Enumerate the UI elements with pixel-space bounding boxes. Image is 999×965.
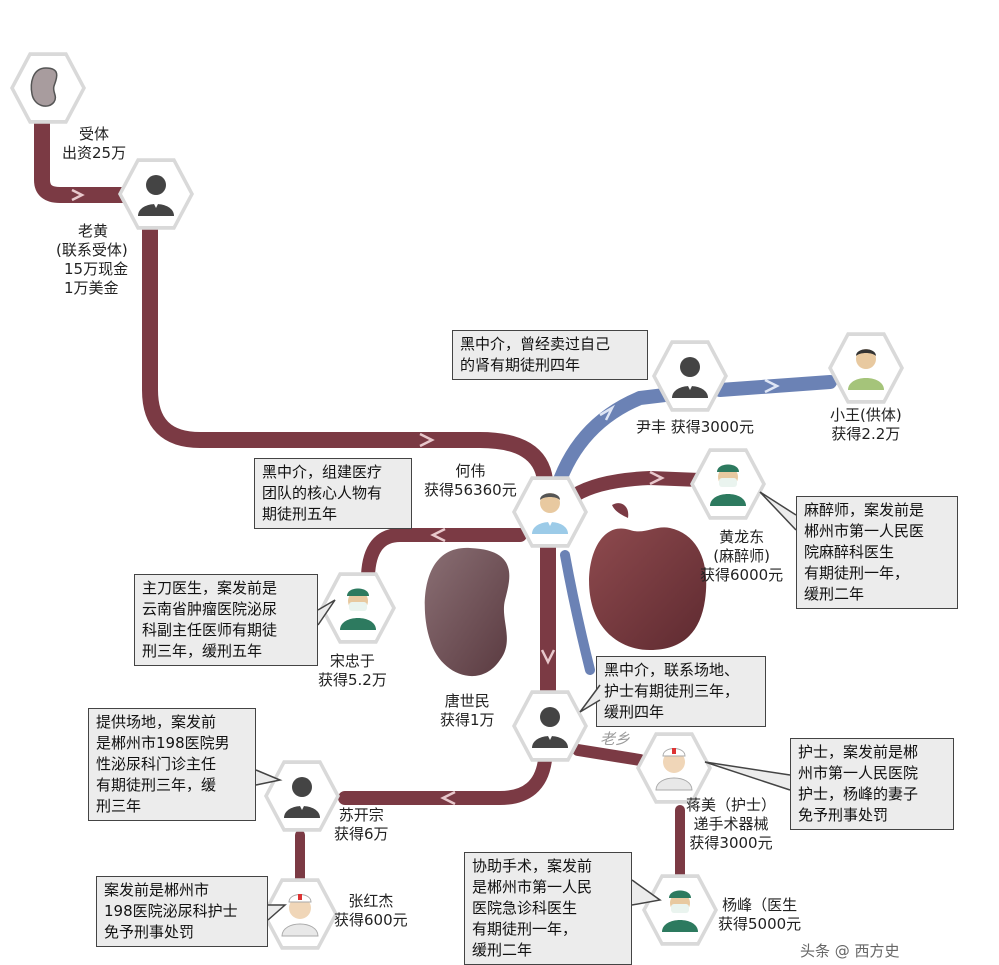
arrow-b2 <box>764 378 780 394</box>
man-silhouette-icon <box>532 707 568 748</box>
man-blue-icon <box>532 493 568 534</box>
tail-tangshimin <box>579 684 601 713</box>
arrow-5 <box>430 527 446 543</box>
note-yinfeng: 黑中介，曾经卖过自己的肾有期徒刑四年 <box>452 330 648 380</box>
sukaizong-label: 苏开宗获得6万 <box>334 806 389 843</box>
note-huanglongdong: 麻醉师，案发前是郴州市第一人民医院麻醉科医生有期徒刑一年，缓刑二年 <box>796 496 958 609</box>
path-hewei-to-songzhongyu <box>361 528 527 582</box>
note-yangfeng: 协助手术，案发前是郴州市第一人民医院急诊科医生有期徒刑一年，缓刑二年 <box>464 852 632 965</box>
laohuang-node <box>118 158 194 230</box>
path-blue-lower <box>560 550 595 675</box>
man-silhouette-icon <box>284 777 320 818</box>
nurse-icon <box>281 894 319 937</box>
arrow-2 <box>419 432 435 448</box>
path-tang-to-sukaizong <box>338 753 552 805</box>
hewei-label: 何伟获得56360元 <box>424 462 517 499</box>
watermark-text: 老乡 <box>600 730 631 748</box>
arrow-3 <box>540 649 556 665</box>
kidney-icon <box>30 67 58 107</box>
man-silhouette-icon <box>672 357 708 398</box>
large-organ-illustration <box>589 503 707 650</box>
zhanghongjie-label: 张红杰获得600元 <box>334 892 408 929</box>
nurse-icon <box>655 748 693 791</box>
surgeon-icon <box>662 890 698 932</box>
yangfeng-label: 杨峰（医生获得5000元 <box>718 896 802 933</box>
tangshimin-label: 唐世民获得1万 <box>440 692 495 729</box>
tail-yangfeng <box>631 879 662 906</box>
note-tangshimin: 黑中介，联系场地、护士有期徒刑三年，缓刑四年 <box>596 656 766 727</box>
arrow-4 <box>440 790 456 806</box>
laohuang-label: 老黄 (联系受体) 15万现金 1万美金 <box>56 222 129 297</box>
arrow-b1 <box>599 404 615 421</box>
man-green-icon <box>848 349 884 390</box>
tail-songzhongyu <box>317 599 336 626</box>
arrow-1 <box>71 188 85 202</box>
receiver-label: 受体出资25万 <box>62 125 127 162</box>
note-nurse-mei: 护士，案发前是郴州市第一人民医院护士，杨峰的妻子免予刑事处罚 <box>790 738 954 830</box>
yangfeng-node <box>642 874 718 946</box>
huanglongdong-label: 黄龙东(麻醉师)获得6000元 <box>700 528 784 584</box>
arrow-6 <box>649 470 665 486</box>
nurse-mei-node <box>636 732 712 804</box>
path-arrows <box>71 188 665 806</box>
path-laohuang-to-hewei <box>142 217 553 488</box>
path-tang-to-nurse <box>572 744 646 766</box>
yinfeng-label: 尹丰 获得3000元 <box>636 418 754 436</box>
huanglongdong-node <box>690 448 766 520</box>
tail-sukaizong <box>255 769 283 786</box>
note-hewei: 黑中介，组建医疗团队的核心人物有期徒刑五年 <box>254 458 412 529</box>
tail-nurse-mei <box>704 761 791 791</box>
organ-flow-paths <box>34 112 707 885</box>
xiaowang-label: 小王(供体)获得2.2万 <box>830 406 902 443</box>
man-silhouette-icon <box>138 175 174 216</box>
kidney-organ-illustration <box>424 547 510 677</box>
surgeon-icon <box>710 464 746 506</box>
tangshimin-node <box>512 690 588 762</box>
xiaowang-node <box>828 332 904 404</box>
nurse-mei-label: 蒋美（护士）递手术器械获得3000元 <box>686 796 777 852</box>
path-hewei-to-huanglongdong <box>568 471 707 502</box>
surgeon-icon <box>340 588 376 630</box>
songzhongyu-label: 宋忠于获得5.2万 <box>318 652 387 689</box>
tail-huanglongdong <box>759 491 797 531</box>
note-sukaizong: 提供场地，案发前是郴州市198医院男性泌尿科门诊主任有期徒刑三年，缓刑三年 <box>88 708 256 821</box>
blue-arrows <box>599 378 780 421</box>
note-songzhongyu: 主刀医生，案发前是云南省肿瘤医院泌尿科副主任医师有期徒刑三年，缓刑五年 <box>134 574 318 666</box>
footer-watermark: 头条 @ 西方史 <box>800 942 900 960</box>
tail-zhanghongjie <box>267 904 287 921</box>
path-receiver-to-laohuang <box>34 112 138 203</box>
yinfeng-node <box>652 340 728 412</box>
hewei-node <box>512 476 588 548</box>
